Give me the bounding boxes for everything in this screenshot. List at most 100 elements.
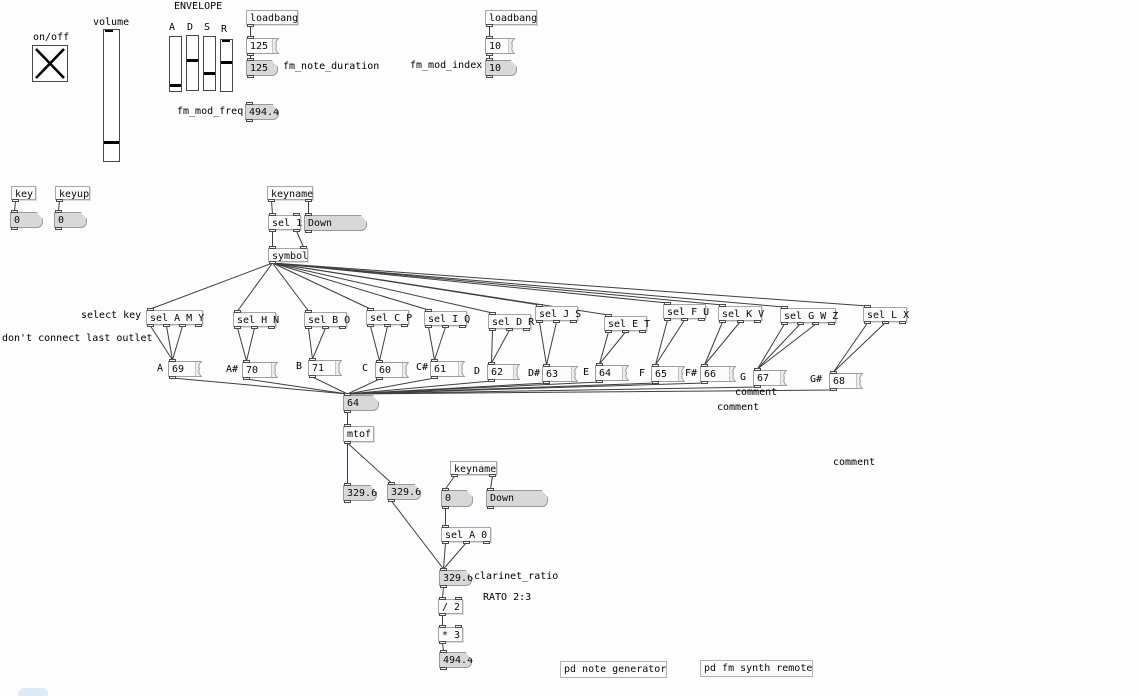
wire-sel-amy-to-msg-69[interactable] <box>150 325 173 361</box>
num-125-inlet-0[interactable] <box>247 58 254 61</box>
sel-js-outlet-2[interactable] <box>570 320 577 323</box>
wire-sel-kv-to-msg-66[interactable] <box>704 321 741 366</box>
wire-sel-hn-to-msg-70[interactable] <box>246 327 255 362</box>
sel-gwz-outlet-3[interactable] <box>828 322 835 325</box>
slider-volume-knob[interactable] <box>104 141 119 144</box>
slider-attack-knob[interactable] <box>170 84 181 87</box>
sel-a0-outlet-0[interactable] <box>442 541 449 544</box>
slider-release[interactable] <box>220 39 233 92</box>
msg-67[interactable]: 67 <box>753 368 787 388</box>
sel-amy[interactable]: sel A M Y <box>146 308 204 327</box>
num-0-keyup-inlet-0[interactable] <box>55 210 62 213</box>
wire-num-3296-b-to-num-3296-c[interactable] <box>391 500 444 570</box>
sel-gwz-outlet-2[interactable] <box>812 322 819 325</box>
num-10-outlet-0[interactable] <box>486 75 493 78</box>
num-3296-b-inlet-0[interactable] <box>388 482 395 485</box>
wire-sel-dr-to-msg-62[interactable] <box>491 329 493 364</box>
sel-amy-outlet-0[interactable] <box>147 324 154 327</box>
wire-sel-js-to-msg-63[interactable] <box>539 321 547 366</box>
obj-keyname-1-outlet-1[interactable] <box>305 199 312 202</box>
obj-sel-1-outlet-0[interactable] <box>269 229 276 232</box>
sel-hn-inlet-0[interactable] <box>234 310 241 313</box>
msg-69-outlet-0[interactable] <box>169 376 176 379</box>
wire-sel-lx-to-msg-68[interactable] <box>833 322 886 373</box>
msg-63[interactable]: 63 <box>542 364 578 384</box>
sel-iq-outlet-2[interactable] <box>459 325 466 328</box>
num-0-kn2-inlet-0[interactable] <box>442 488 449 491</box>
obj-div-2[interactable]: / 2 <box>438 597 463 616</box>
msg-66-inlet-0[interactable] <box>701 364 708 367</box>
wire-sel-cp-to-msg-60[interactable] <box>379 325 388 362</box>
obj-keyup[interactable]: keyup <box>55 186 90 202</box>
msg-60-outlet-0[interactable] <box>376 377 383 380</box>
loadbang-1[interactable]: loadbang <box>246 10 298 27</box>
num-0-kn2[interactable]: 0 <box>441 488 473 509</box>
obj-key[interactable]: key <box>11 186 36 202</box>
sel-bo-outlet-1[interactable] <box>322 326 329 329</box>
msg-125-outlet-0[interactable] <box>247 53 254 56</box>
sel-fu[interactable]: sel F U <box>663 302 709 321</box>
obj-keyup-outlet-0[interactable] <box>56 199 63 202</box>
sel-hn[interactable]: sel H N <box>233 310 279 329</box>
sel-iq[interactable]: sel I Q <box>424 309 470 328</box>
msg-61-inlet-0[interactable] <box>431 359 438 362</box>
sel-hn-outlet-2[interactable] <box>268 326 275 329</box>
sel-bo-outlet-2[interactable] <box>339 326 346 329</box>
obj-symbol-outlet-0[interactable] <box>269 261 276 264</box>
msg-125-inlet-0[interactable] <box>247 36 254 39</box>
num-3296-b[interactable]: 329.6 <box>387 482 421 502</box>
sel-a0[interactable]: sel A 0 <box>441 525 491 544</box>
num-64-outlet-0[interactable] <box>344 410 351 413</box>
sel-fu-outlet-1[interactable] <box>681 318 688 321</box>
wire-obj-keyname-1-to-obj-sel-1[interactable] <box>271 200 273 215</box>
wire-sel-amy-to-msg-69[interactable] <box>166 325 173 361</box>
slider-decay[interactable] <box>186 35 199 91</box>
sel-js-inlet-0[interactable] <box>536 304 543 307</box>
num-3296-c[interactable]: 329.6 <box>439 568 473 588</box>
wire-msg-61-to-num-64[interactable] <box>347 377 435 395</box>
obj-key-outlet-0[interactable] <box>12 199 19 202</box>
obj-keyname-2-outlet-0[interactable] <box>451 474 458 477</box>
atom-down-2-outlet-0[interactable] <box>487 506 494 509</box>
num-4944-top-inlet-0[interactable] <box>246 102 253 105</box>
loadbang-1-outlet-0[interactable] <box>247 24 254 27</box>
msg-63-inlet-0[interactable] <box>543 364 550 367</box>
num-4944-bottom[interactable]: 494.4 <box>439 650 473 670</box>
wire-sel-et-to-msg-64[interactable] <box>599 331 609 365</box>
num-64-inlet-0[interactable] <box>344 393 351 396</box>
sel-bo-outlet-0[interactable] <box>305 326 312 329</box>
obj-div-2-inlet-0[interactable] <box>439 597 446 600</box>
sel-cp-outlet-2[interactable] <box>401 324 408 327</box>
obj-symbol[interactable]: symbol <box>268 246 308 264</box>
obj-sel-1[interactable]: sel 1 <box>268 213 302 232</box>
wire-sel-iq-to-msg-61[interactable] <box>428 326 435 361</box>
wire-sel-et-to-msg-64[interactable] <box>599 331 626 365</box>
subpatch-fm-synth-remote[interactable]: pd fm synth remote <box>700 660 813 677</box>
obj-mul-3[interactable]: * 3 <box>438 625 463 644</box>
wire-sel-bo-to-msg-71[interactable] <box>312 327 326 360</box>
sel-amy-outlet-2[interactable] <box>179 324 186 327</box>
sel-fu-outlet-2[interactable] <box>698 318 705 321</box>
slider-sustain[interactable] <box>203 36 216 91</box>
wire-sel-cp-to-msg-60[interactable] <box>370 325 380 362</box>
obj-keyname-1[interactable]: keyname <box>267 186 313 202</box>
sel-lx[interactable]: sel L X <box>863 305 909 324</box>
sel-gwz[interactable]: sel G W Z <box>780 306 838 325</box>
obj-mtof[interactable]: mtof <box>343 424 374 444</box>
wire-msg-69-to-num-64[interactable] <box>172 377 348 395</box>
slider-volume[interactable] <box>103 29 120 162</box>
wire-num-3296-c-to-obj-div-2[interactable] <box>442 586 444 599</box>
wire-sel-dr-to-msg-62[interactable] <box>491 329 510 364</box>
num-10-inlet-0[interactable] <box>486 58 493 61</box>
loadbang-2-outlet-0[interactable] <box>486 24 493 27</box>
obj-mul-3-outlet-0[interactable] <box>439 641 446 644</box>
sel-et[interactable]: sel E T <box>604 314 650 333</box>
msg-71[interactable]: 71 <box>308 358 342 378</box>
toggle-onoff[interactable] <box>32 45 68 82</box>
msg-60-inlet-0[interactable] <box>376 360 383 363</box>
sel-et-outlet-2[interactable] <box>639 330 646 333</box>
wire-sel-fu-to-msg-65[interactable] <box>655 319 685 366</box>
msg-70-outlet-0[interactable] <box>243 377 250 380</box>
sel-a0-outlet-1[interactable] <box>463 541 470 544</box>
msg-62-inlet-0[interactable] <box>488 362 495 365</box>
